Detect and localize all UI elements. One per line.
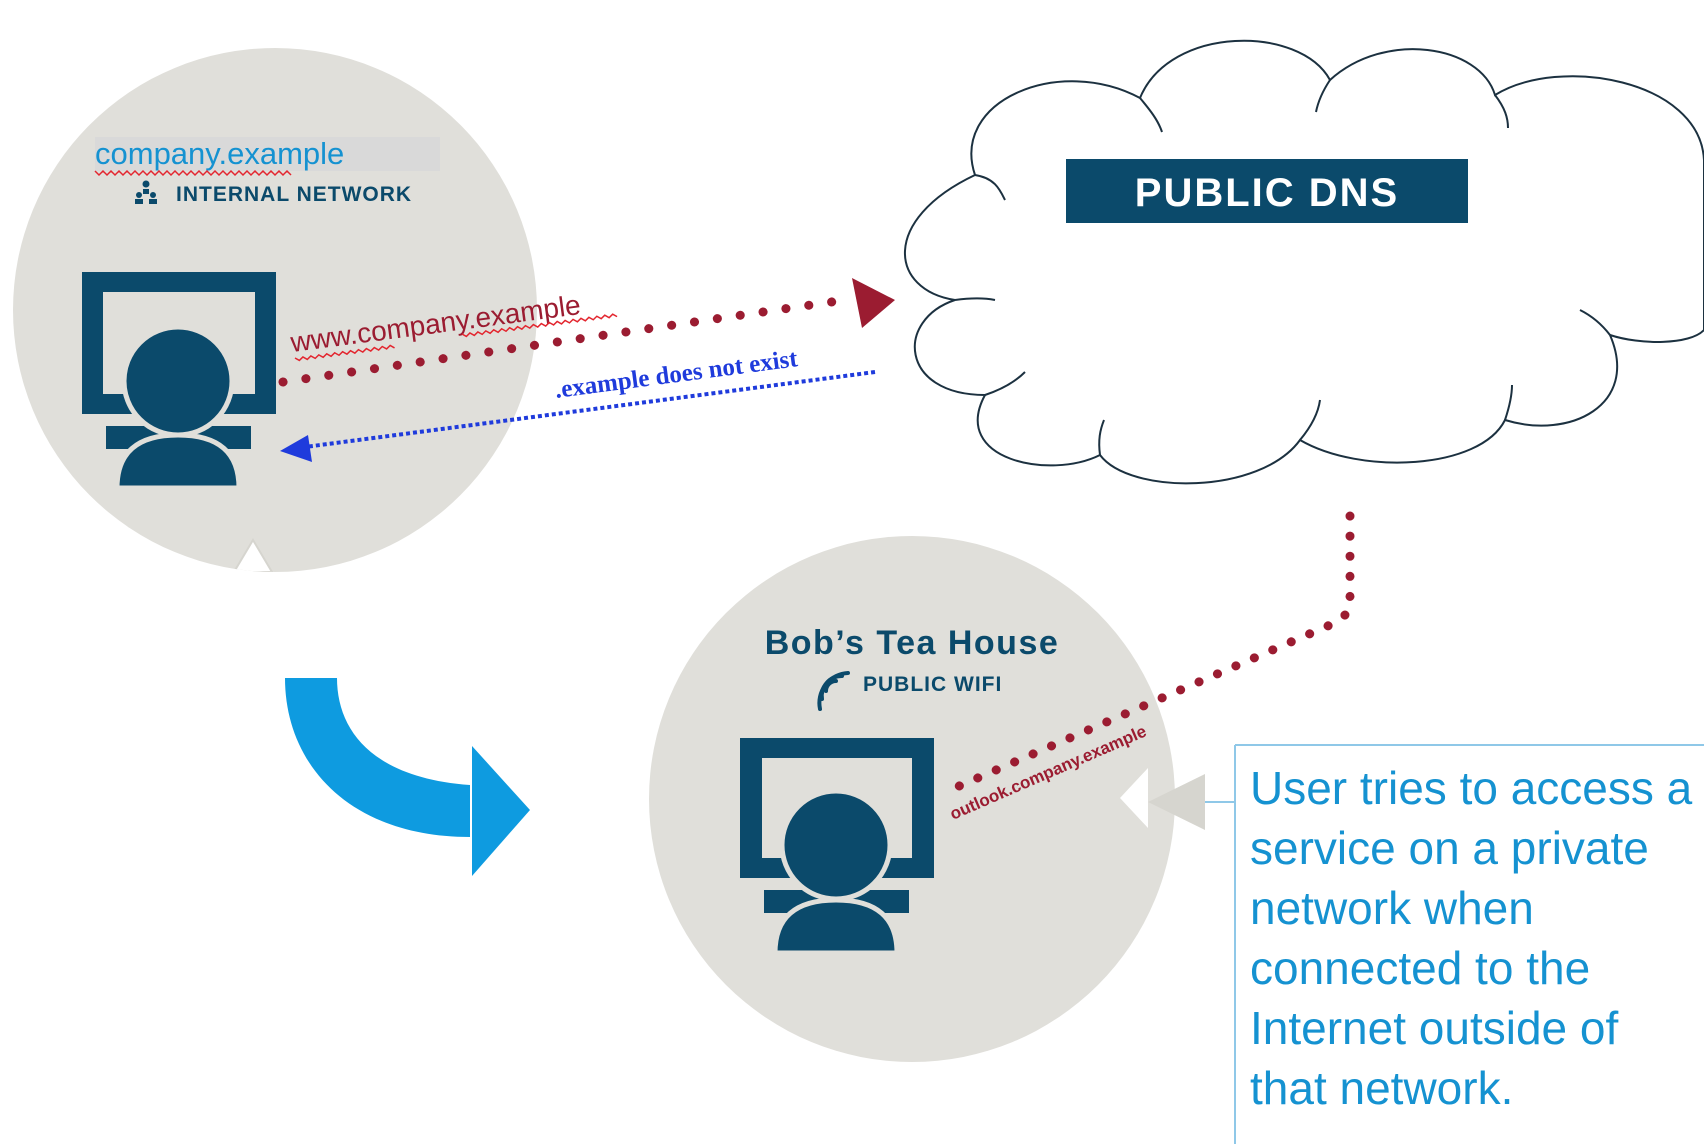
public-dns-label: PUBLIC DNS	[1135, 171, 1399, 215]
cloud-outline	[904, 39, 1704, 485]
computer-user-icon	[740, 738, 934, 956]
public-dns-cloud: PUBLIC DNS	[904, 39, 1704, 485]
request-spellcheck-underline	[294, 344, 395, 362]
domain-highlight	[95, 137, 440, 171]
wifi-icon	[817, 671, 850, 711]
tea-house-node: Bob’s Tea House PUBLIC WIFI	[649, 536, 1175, 1062]
internal-notch	[232, 538, 274, 572]
response-arrowhead	[280, 435, 312, 462]
spellcheck-underline	[94, 169, 292, 177]
tea-house-title: Bob’s Tea House	[765, 624, 1060, 662]
response-label: .example does not exist	[553, 345, 800, 404]
computer-user-icon	[82, 272, 276, 491]
tea-house-notch	[1120, 768, 1148, 828]
internal-network-label: INTERNAL NETWORK	[176, 183, 412, 206]
callout-connector	[1148, 744, 1704, 1144]
transition-arrow	[285, 678, 530, 876]
callout-text: User tries to access a service on a priv…	[1250, 762, 1693, 1114]
request-arrowhead	[852, 278, 895, 328]
public-dns-label-box	[1066, 159, 1468, 223]
internal-network-node: company.example INTERNAL NETWORK	[13, 48, 537, 572]
tea-house-network-label: PUBLIC WIFI	[863, 673, 1002, 696]
internal-domain-label: company.example	[95, 136, 344, 171]
people-network-icon	[135, 180, 157, 204]
